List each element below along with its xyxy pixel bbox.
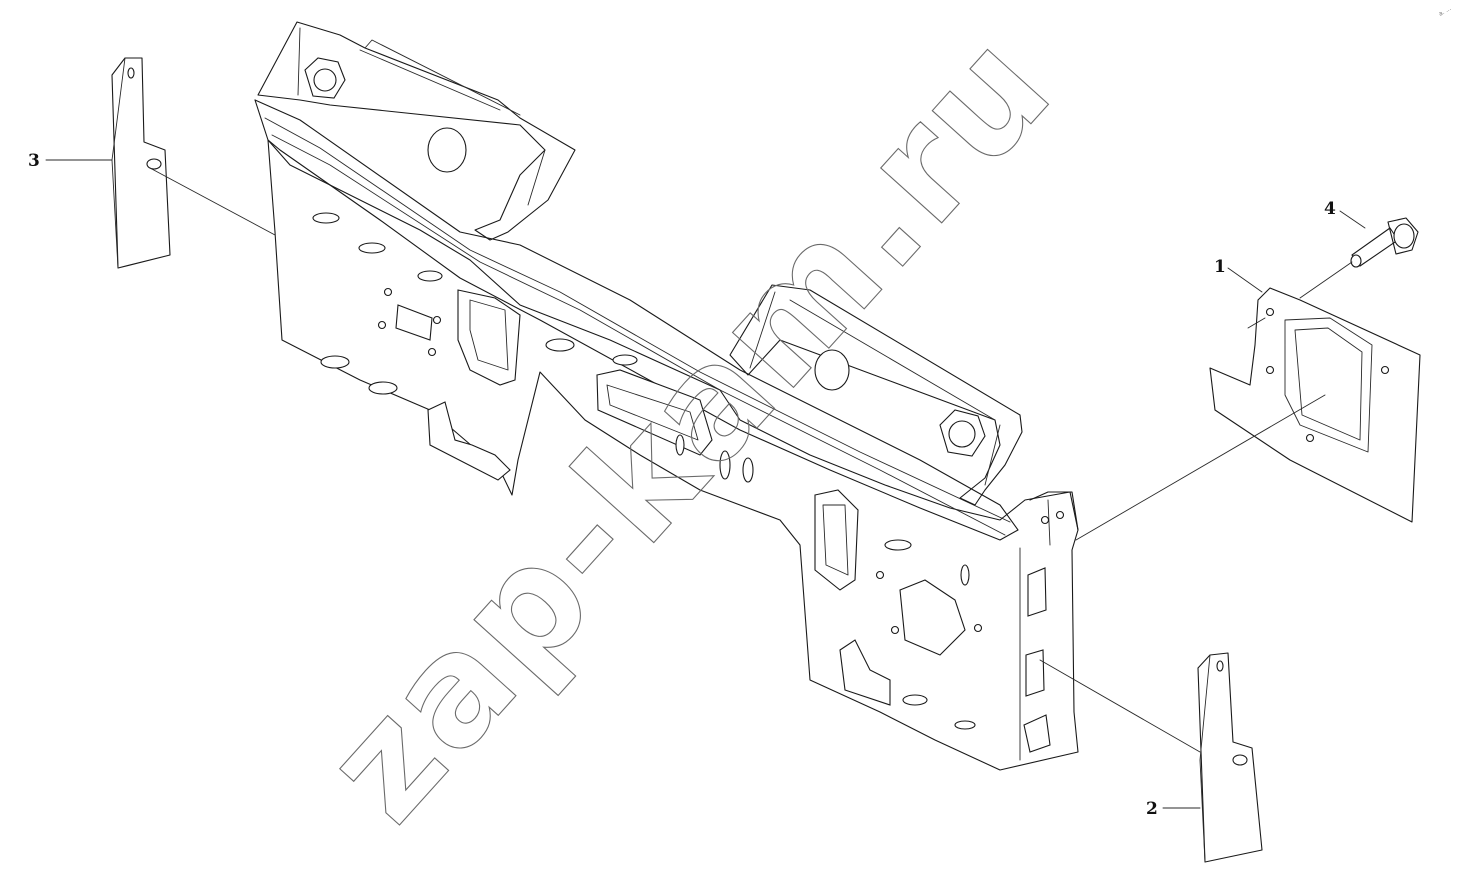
- part-3-bracket: [111, 57, 171, 269]
- part-2-bracket: [1197, 652, 1263, 863]
- callout-4: 4: [1324, 199, 1336, 219]
- callout-2: 2: [1146, 799, 1158, 819]
- corner-mark: a. ...: [1438, 5, 1453, 18]
- part-4-bolt: [1350, 217, 1419, 268]
- part-1-plate: [1209, 287, 1421, 523]
- callout-1: 1: [1214, 257, 1226, 277]
- front-panel-assembly: [254, 21, 1079, 771]
- callout-3: 3: [28, 151, 40, 171]
- leader-lines: [45, 159, 1366, 809]
